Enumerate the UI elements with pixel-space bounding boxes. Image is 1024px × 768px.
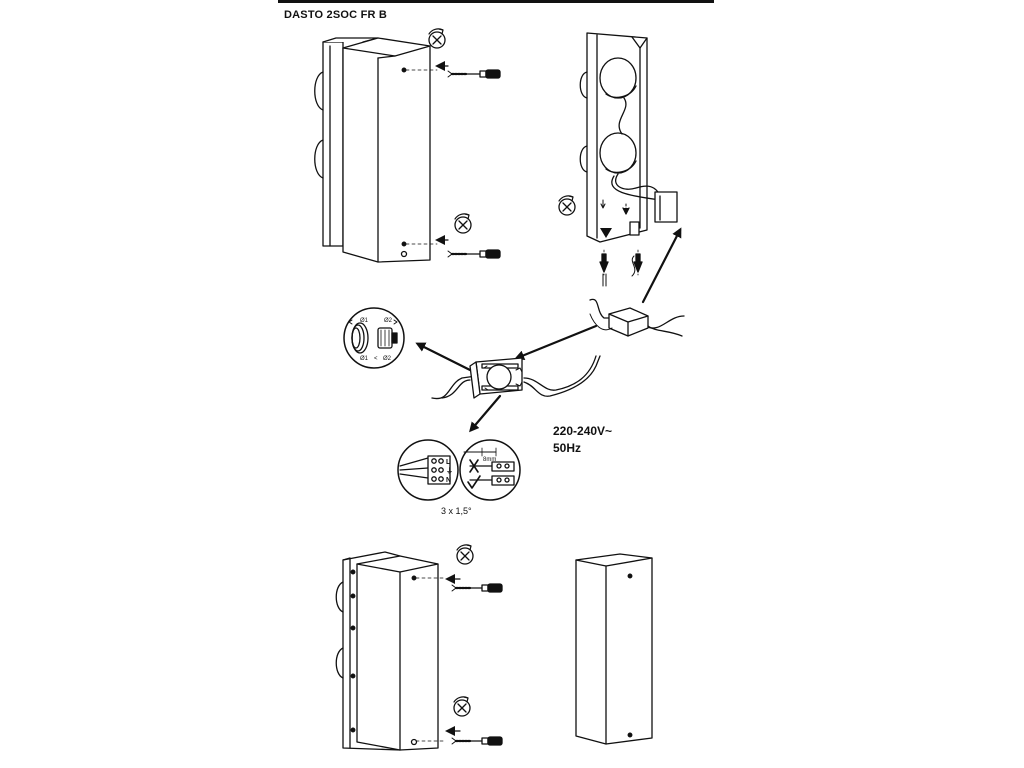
- strip-length-label: 8mm: [483, 457, 496, 463]
- step-close-cover: [335, 544, 503, 751]
- rotate-ccw-icon: [454, 213, 472, 234]
- gland-detail: Ø1 Ø2 Ø1 < Ø2: [343, 307, 405, 369]
- cross-icon: [469, 459, 479, 473]
- rotate-ccw-icon: [428, 28, 446, 49]
- gland-label-d2-bottom: Ø2: [383, 356, 392, 362]
- screwdriver-icon: [465, 249, 501, 259]
- gland-label-d1: Ø1: [360, 318, 369, 324]
- top-rule: [278, 0, 714, 3]
- screw-icon: [450, 583, 472, 593]
- screw-icon: [446, 249, 468, 259]
- step-mount-base: [558, 32, 682, 304]
- rotate-ccw-icon: [456, 544, 474, 565]
- gland-label-d1-bottom: Ø1: [360, 356, 369, 362]
- voltage-label: 220-240V~ 50Hz: [553, 423, 612, 457]
- screw-icon: [450, 736, 472, 746]
- terminal-label-n: N: [446, 477, 451, 484]
- screwdriver-icon: [467, 583, 503, 593]
- page-title: DASTO 2SOC FR B: [284, 9, 388, 21]
- gland-compare: <: [374, 356, 378, 362]
- check-icon: [467, 475, 481, 489]
- rotate-ccw-icon: [558, 195, 576, 216]
- rotate-ccw-icon: [453, 696, 471, 717]
- step-mount-cover: [314, 28, 501, 263]
- frequency-value: 50Hz: [553, 441, 582, 455]
- screwdriver-icon: [467, 736, 503, 746]
- gland-label-d2: Ø2: [384, 318, 393, 324]
- step-junction-box: [415, 298, 685, 433]
- cable-spec-label: 3 x 1,5°: [441, 506, 472, 516]
- terminal-detail: L ⏚ N 8mm: [397, 439, 521, 501]
- screwdriver-icon: [465, 69, 501, 79]
- screw-icon: [446, 69, 468, 79]
- terminal-label-earth: ⏚: [446, 467, 453, 475]
- step-finished: [575, 553, 653, 745]
- voltage-value: 220-240V~: [553, 424, 613, 438]
- terminal-label-l: L: [446, 459, 451, 466]
